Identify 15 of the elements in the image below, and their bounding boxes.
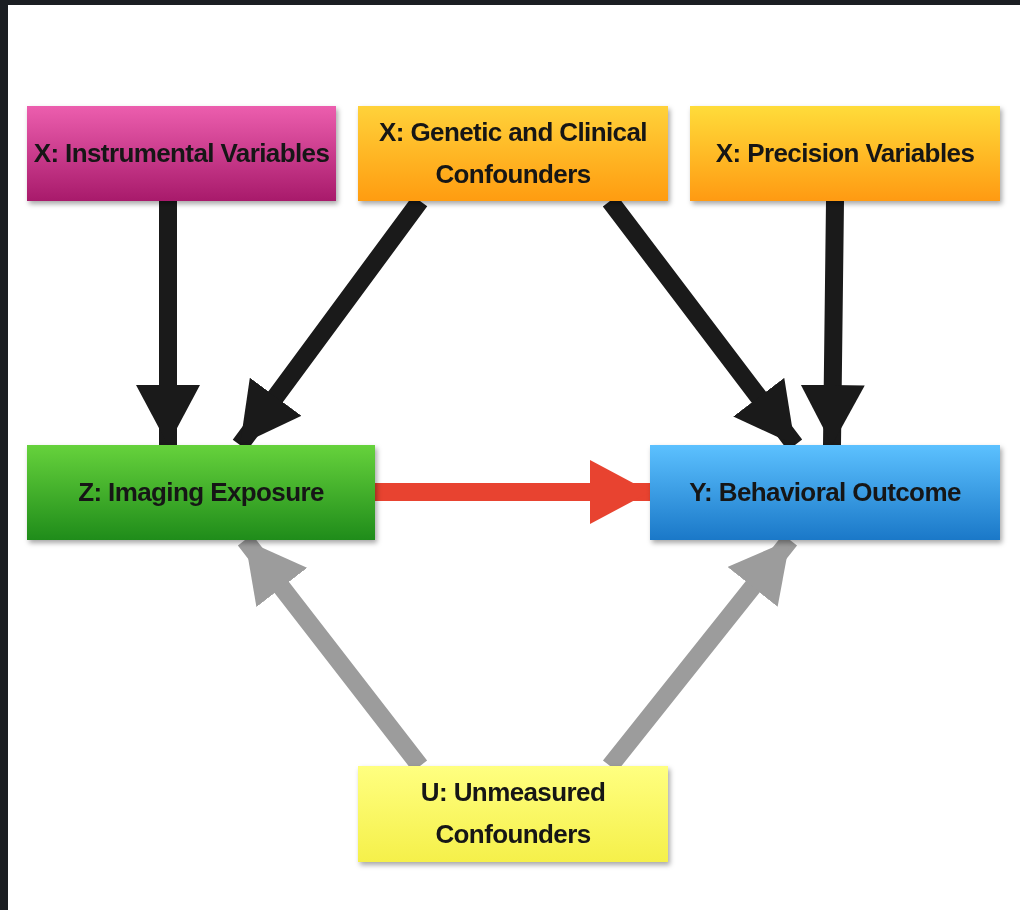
label-box [27, 445, 375, 540]
arrow [136, 201, 200, 445]
label-box [27, 106, 336, 201]
label-box [690, 106, 1000, 201]
label-box [358, 106, 668, 201]
node-label: X: Instrumental Variables [33, 136, 330, 170]
arrow [375, 460, 650, 524]
label-box [650, 445, 1000, 540]
node-label: U: Unmeasured Confounders [419, 776, 607, 851]
label-box [358, 766, 668, 862]
arrow [800, 200, 865, 446]
node-label: X: Precision Variables [715, 136, 975, 170]
node-label: Z: Imaging Exposure [78, 475, 324, 509]
node-label: X: Genetic and Clinical Confounders [378, 115, 648, 191]
node-label: Y: Behavioral Outcome [689, 475, 961, 509]
